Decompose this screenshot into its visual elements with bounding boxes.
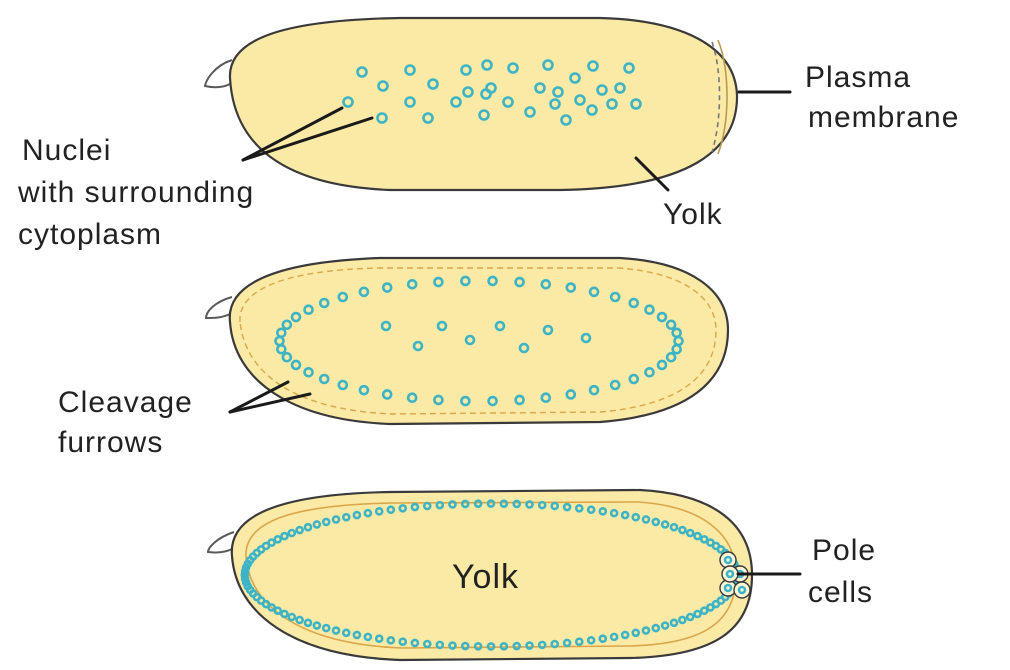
embryo-outline-1	[230, 18, 737, 190]
pole-cell	[734, 582, 750, 598]
label-furrows: furrows	[58, 426, 163, 459]
pole-cell	[722, 566, 738, 582]
embryo-outline-2	[230, 258, 728, 424]
embryo-syncytial	[205, 18, 737, 190]
label-pole: Pole	[812, 534, 876, 567]
label-with-surrounding: with surrounding	[17, 176, 254, 209]
label-membrane: membrane	[808, 101, 959, 134]
label-plasma: Plasma	[805, 61, 911, 94]
micropyle-1	[205, 60, 232, 87]
label-yolk-top: Yolk	[663, 198, 723, 231]
label-cells: cells	[808, 576, 873, 609]
micropyle-2	[206, 297, 232, 318]
micropyle-3	[208, 532, 234, 553]
label-cytoplasm: cytoplasm	[18, 218, 162, 251]
label-yolk-bottom: Yolk	[452, 558, 519, 596]
label-nuclei: Nuclei	[22, 134, 111, 167]
label-cleavage: Cleavage	[58, 386, 193, 419]
